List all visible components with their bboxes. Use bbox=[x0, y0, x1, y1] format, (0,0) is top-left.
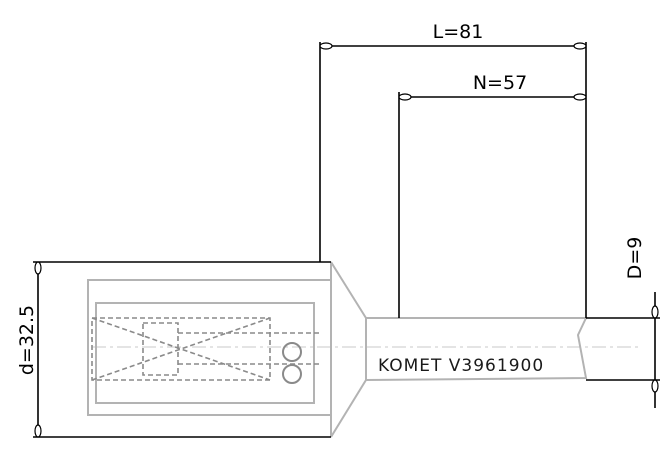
L-label: L=81 bbox=[433, 21, 484, 43]
D-label: D=9 bbox=[624, 237, 646, 280]
N-arrow-left bbox=[398, 93, 412, 101]
N-arrow-right bbox=[573, 93, 587, 101]
dimension-overall-length: L=81 bbox=[319, 21, 587, 318]
insert-pocket bbox=[142, 322, 179, 376]
boring-bar bbox=[365, 317, 588, 381]
L-arrow-left bbox=[319, 42, 333, 50]
cartridge-hidden bbox=[91, 317, 320, 384]
d-arrow-top bbox=[34, 261, 42, 275]
dimension-body-length: N=57 bbox=[398, 72, 587, 318]
L-arrow-right bbox=[573, 42, 587, 50]
N-label: N=57 bbox=[473, 72, 527, 94]
D-arrow-top bbox=[651, 305, 659, 319]
taper bbox=[330, 261, 367, 438]
tool-body bbox=[87, 261, 588, 438]
screw-icon-upper bbox=[282, 342, 302, 362]
d-label: d=32.5 bbox=[16, 305, 38, 375]
dimension-tool-diameter: D=9 bbox=[586, 237, 660, 408]
dimension-head-diameter: d=32.5 bbox=[16, 261, 331, 438]
cartridge-outline bbox=[91, 317, 271, 381]
head-inner-recess bbox=[95, 302, 315, 404]
D-arrow-bottom bbox=[651, 379, 659, 393]
product-marking: KOMET V3961900 bbox=[378, 356, 544, 376]
d-arrow-bottom bbox=[34, 424, 42, 438]
screw-icon-lower bbox=[282, 364, 302, 384]
